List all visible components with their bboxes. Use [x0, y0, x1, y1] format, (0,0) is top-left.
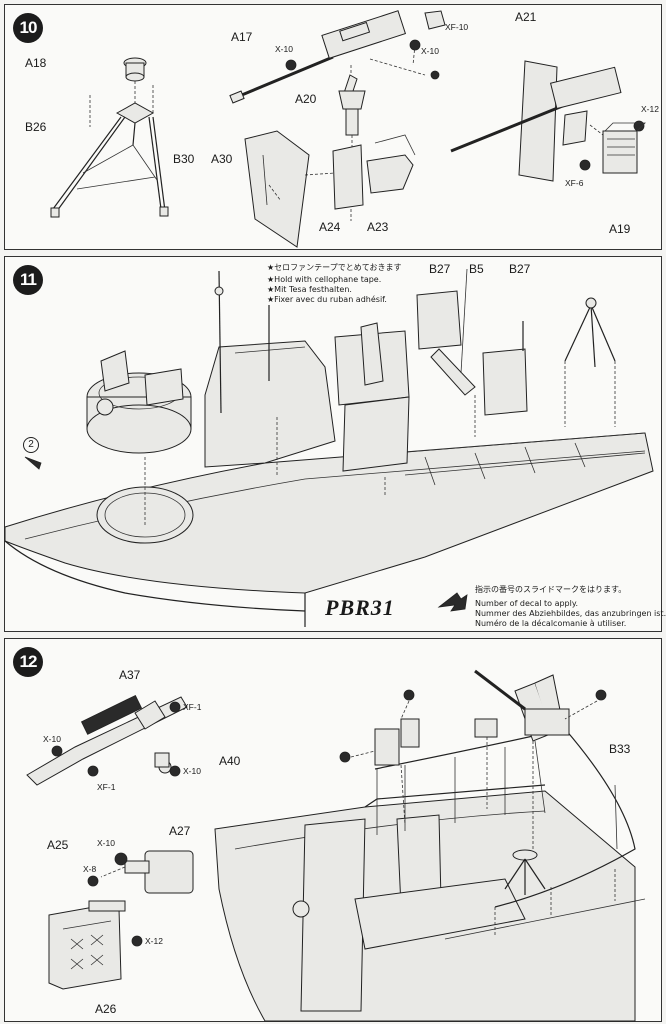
hull-number: PBR31 [325, 595, 395, 620]
label-a20: A20 [295, 92, 317, 106]
tape-note-en: ★Hold with cellophane tape. [267, 275, 382, 284]
paint-xf6: XF-6 [565, 178, 584, 188]
decal-note-de: Nummer des Abziehbildes, das anzubringen… [475, 609, 666, 618]
paint-x12: X-12 [145, 936, 163, 946]
rear-gun-mount-drawing [474, 669, 570, 849]
left-mount-parts-drawing [339, 689, 607, 826]
step-11-panel: 11 [4, 256, 666, 632]
label-a23: A23 [367, 220, 389, 234]
machine-gun-drawing [229, 10, 426, 151]
antenna-drawing [214, 270, 270, 414]
label-a27: A27 [169, 824, 191, 838]
label-b5: B5 [469, 262, 484, 276]
decal-ref-marker: 2 [23, 437, 39, 453]
decal-note-fr: Numéro de la décalcomanie à utiliser. [475, 619, 627, 628]
m60-gun-drawing [26, 694, 188, 786]
paint-x10-a: X-10 [43, 734, 61, 744]
paint-pot-markers [285, 39, 645, 171]
step-11-illustration [4, 268, 654, 627]
tripod-interior-drawing [504, 849, 546, 895]
tape-note-fr: ★Fixer avec du ruban adhésif. [267, 295, 387, 304]
step-12-panel: 12 [4, 638, 662, 1022]
paint-xf1-b: XF-1 [97, 782, 116, 792]
label-b33: B33 [609, 742, 631, 756]
tape-note-de: ★Mit Tesa festhalten. [267, 285, 352, 294]
assembled-gun-drawing [450, 60, 646, 182]
paint-x10-b: X-10 [183, 766, 201, 776]
step-10-illustration [50, 10, 646, 248]
ammo-box-drawing [48, 875, 143, 990]
label-a30: A30 [211, 152, 233, 166]
step-number-10: 10 [13, 13, 43, 43]
label-a25: A25 [47, 838, 69, 852]
boat-hull-drawing [4, 432, 654, 627]
label-a40: A40 [219, 754, 241, 768]
mount-parts-drawing [332, 134, 416, 221]
step-12-illustration [26, 669, 646, 1022]
step-number-12: 12 [13, 647, 43, 677]
label-a19: A19 [609, 222, 631, 236]
step-number-11: 11 [13, 265, 43, 295]
railing-b33-drawing [374, 728, 636, 935]
label-a18: A18 [25, 56, 47, 70]
paint-xf1-a: XF-1 [183, 702, 202, 712]
label-a37: A37 [119, 668, 141, 682]
paint-x12: X-12 [641, 104, 659, 114]
tripod-mount-drawing [50, 57, 169, 218]
step-10-panel: 10 [4, 4, 662, 250]
stern-hull-drawing [214, 784, 646, 1022]
tape-note-ja: ★セロファンテープでとめておきます [267, 263, 402, 272]
label-a26: A26 [95, 1002, 117, 1016]
paint-x10-a: X-10 [275, 44, 293, 54]
forward-turret-drawing [86, 350, 192, 527]
cabin-drawing [204, 322, 410, 497]
paint-x8: X-8 [83, 864, 97, 874]
paint-xf10: XF-10 [445, 22, 469, 32]
label-b26: B26 [25, 120, 47, 134]
grenade-launcher-drawing [100, 850, 194, 894]
rear-shields-drawing [416, 268, 616, 437]
decal-arrow [24, 456, 42, 470]
paint-x10-c: X-10 [97, 838, 115, 848]
label-a21: A21 [515, 10, 537, 24]
label-b30: B30 [173, 152, 195, 166]
paint-x10-b: X-10 [421, 46, 439, 56]
label-a17: A17 [231, 30, 253, 44]
decal-legend-arrow [437, 592, 468, 612]
label-b27-left: B27 [429, 262, 451, 276]
decal-note-ja: 指示の番号のスライドマークをはります。 [475, 585, 627, 594]
label-a24: A24 [319, 220, 341, 234]
label-b27-right: B27 [509, 262, 531, 276]
decal-note-en: Number of decal to apply. [475, 599, 578, 608]
gun-shield-a30-drawing [244, 130, 336, 248]
